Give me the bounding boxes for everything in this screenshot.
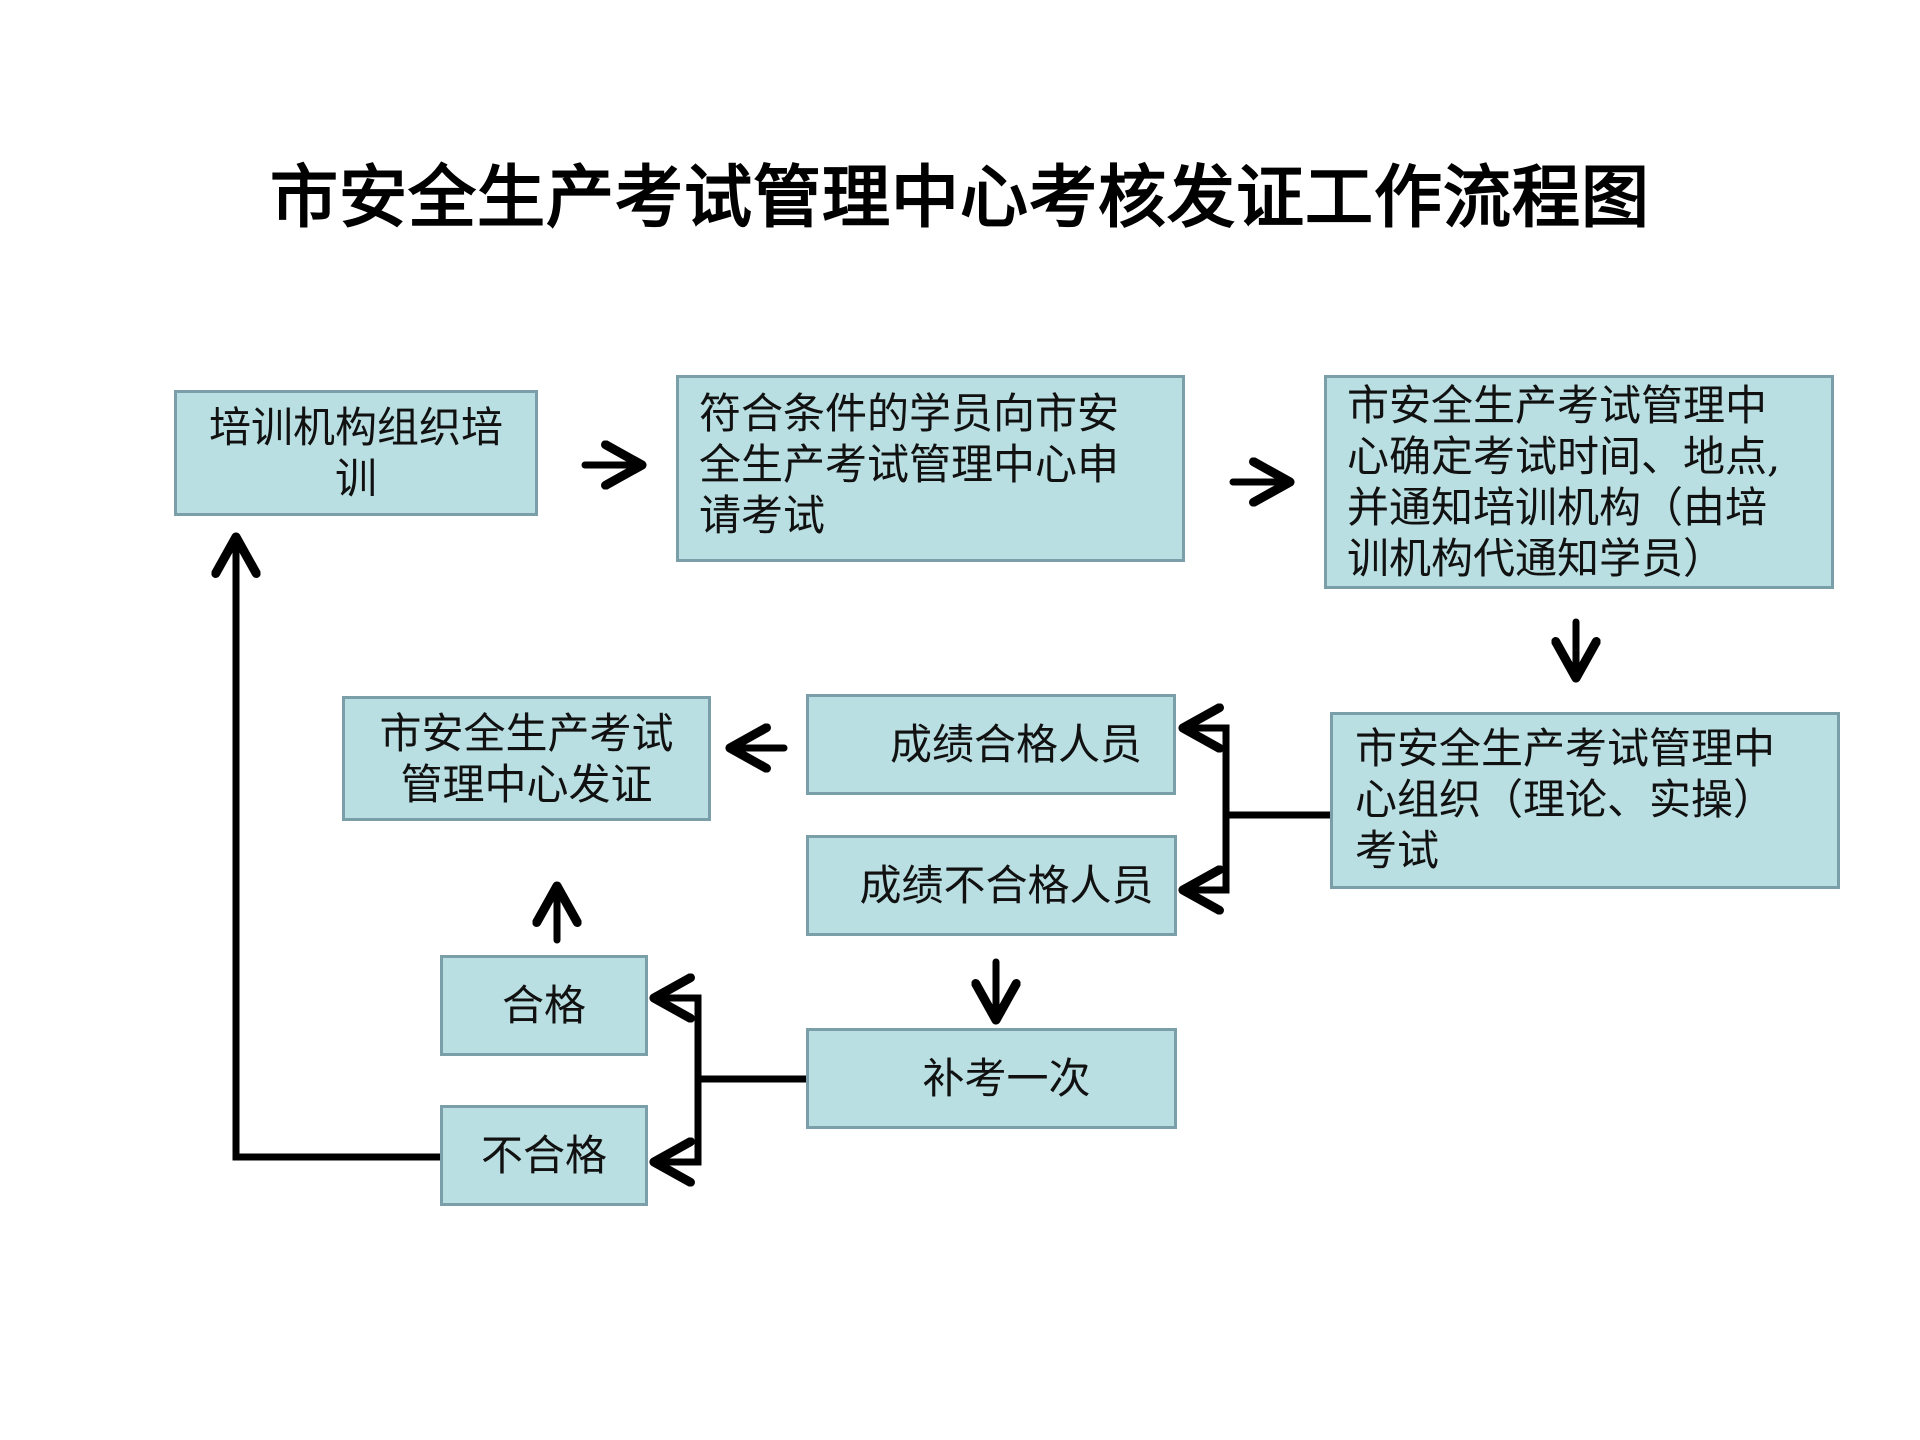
node-exam-label: 市安全生产考试管理中 心组织（理论、实操） 考试 bbox=[1355, 724, 1776, 875]
node-retake: 补考一次 bbox=[806, 1028, 1177, 1129]
node-schedule-label: 市安全生产考试管理中 心确定考试时间、地点, 并通知培训机构（由培 训机构代通知… bbox=[1347, 381, 1781, 583]
node-training: 培训机构组织培 训 bbox=[174, 390, 538, 516]
node-pass: 合格 bbox=[440, 955, 648, 1056]
node-apply-label: 符合条件的学员向市安 全生产考试管理中心申 请考试 bbox=[699, 389, 1120, 540]
arrow-retake-to-fail bbox=[654, 1075, 702, 1162]
node-fail: 不合格 bbox=[440, 1105, 648, 1206]
node-pass-label: 合格 bbox=[501, 981, 586, 1030]
node-certificate: 市安全生产考试 管理中心发证 bbox=[342, 696, 711, 821]
arrow-retake-to-pass bbox=[654, 998, 702, 1083]
node-certificate-label: 市安全生产考试 管理中心发证 bbox=[379, 708, 674, 809]
arrow-fail-to-training bbox=[236, 537, 444, 1161]
node-qualified-label: 成绩合格人员 bbox=[889, 720, 1142, 769]
node-unqualified: 成绩不合格人员 bbox=[806, 835, 1177, 936]
arrow-exam-to-unqualified bbox=[1183, 811, 1230, 890]
node-apply: 符合条件的学员向市安 全生产考试管理中心申 请考试 bbox=[676, 375, 1185, 562]
node-training-label: 培训机构组织培 训 bbox=[208, 403, 503, 503]
node-exam: 市安全生产考试管理中 心组织（理论、实操） 考试 bbox=[1330, 712, 1840, 889]
node-qualified: 成绩合格人员 bbox=[806, 694, 1176, 795]
arrow-exam-to-qualified bbox=[1183, 728, 1230, 819]
node-retake-label: 补考一次 bbox=[922, 1054, 1091, 1103]
node-unqualified-label: 成绩不合格人员 bbox=[859, 861, 1154, 910]
node-schedule: 市安全生产考试管理中 心确定考试时间、地点, 并通知培训机构（由培 训机构代通知… bbox=[1324, 375, 1834, 589]
page-title: 市安全生产考试管理中心考核发证工作流程图 bbox=[269, 158, 1650, 238]
node-fail-label: 不合格 bbox=[480, 1131, 607, 1180]
